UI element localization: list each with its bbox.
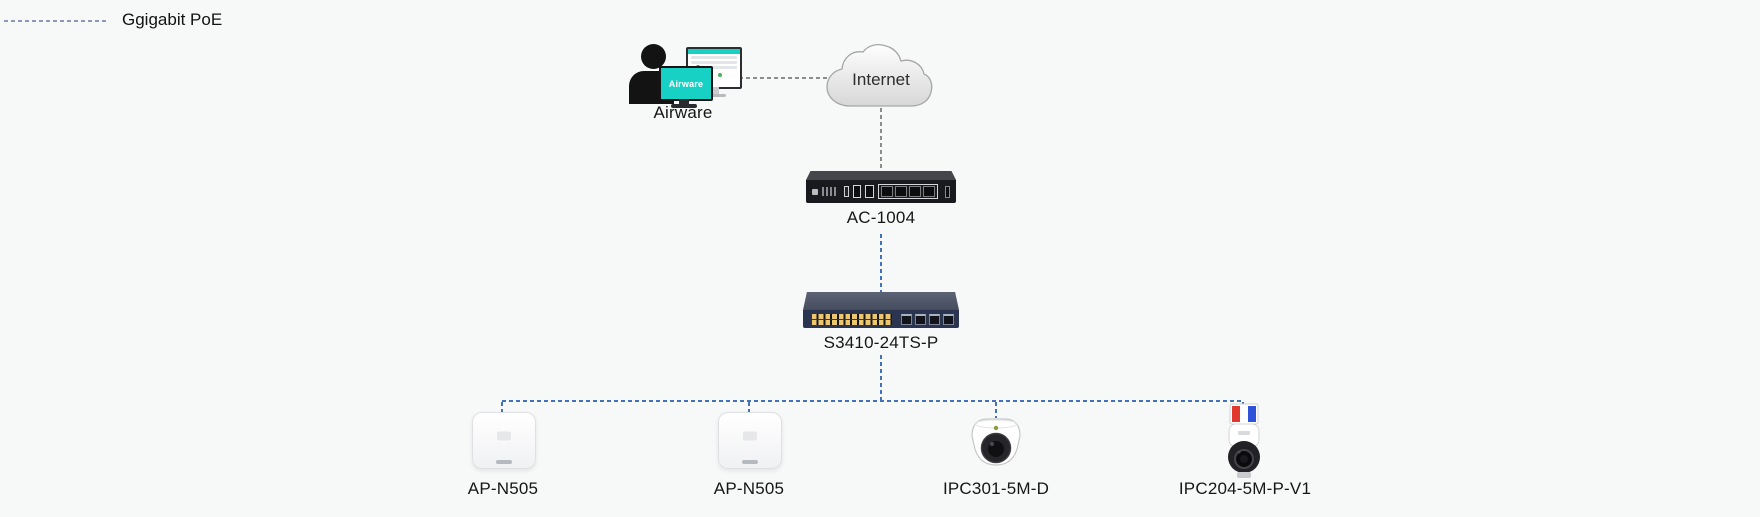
ptz-camera-label: IPC204-5M-P-V1 — [1178, 479, 1312, 498]
airware-monitor-base — [671, 104, 697, 108]
link-internet-controller — [880, 108, 882, 172]
dome-camera-label: IPC301-5M-D — [942, 479, 1050, 498]
usb-port-icon — [844, 186, 850, 197]
drop-dome-camera — [995, 402, 997, 418]
ptz-camera-icon — [1228, 403, 1260, 478]
controller-led-panel — [821, 187, 837, 196]
ethernet-port-group-icon — [877, 184, 938, 199]
link-switch-poe-bus — [880, 355, 882, 401]
airware-screen-text: Airware — [668, 78, 704, 89]
switch-rj45-ports-icon — [812, 313, 892, 325]
drop-ap1 — [501, 402, 503, 413]
controller-label: AC-1004 — [846, 208, 916, 227]
ethernet-port-icon — [865, 185, 874, 198]
controller-brand-logo — [812, 188, 818, 195]
link-controller-switch — [880, 234, 882, 292]
ap2-label: AP-N505 — [713, 479, 785, 498]
switch-device-icon — [803, 292, 959, 330]
admin-person-icon — [641, 44, 666, 69]
dome-camera-icon — [971, 418, 1021, 466]
internet-label: Internet — [852, 70, 910, 89]
switch-sfp-ports-icon — [901, 313, 954, 325]
ethernet-port-icon — [853, 185, 862, 198]
poe-bus-line — [502, 400, 1244, 402]
switch-label: S3410-24TS-P — [823, 333, 939, 352]
internet-cloud-icon — [826, 44, 933, 107]
airware-monitor-icon: Airware — [659, 66, 713, 101]
controller-device-icon — [806, 171, 956, 205]
poe-legend-label: Ggigabit PoE — [122, 10, 223, 29]
airware-monitor-stand — [679, 99, 689, 104]
link-airware-internet — [739, 77, 827, 79]
console-port-icon — [944, 185, 951, 198]
access-point-icon — [472, 412, 536, 469]
drop-ap2 — [748, 402, 750, 413]
airware-label: Airware — [653, 103, 713, 122]
access-point-icon — [718, 412, 782, 469]
ap1-label: AP-N505 — [467, 479, 539, 498]
poe-legend-line-swatch — [4, 20, 108, 22]
